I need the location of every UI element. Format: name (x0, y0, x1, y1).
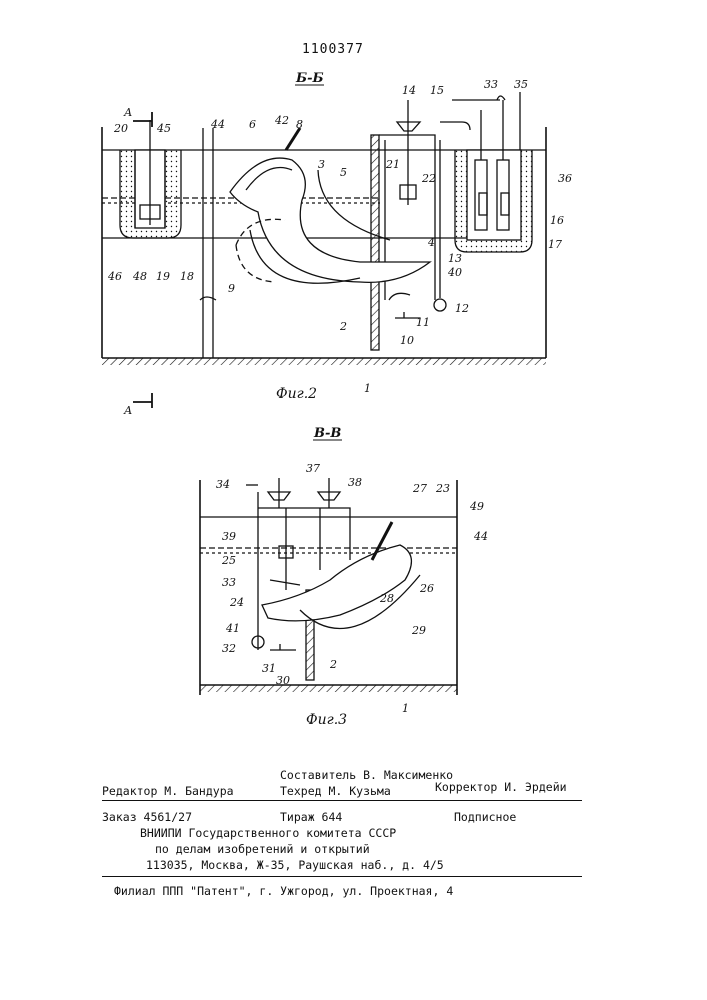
fig2-section-label: Б-Б (295, 71, 324, 86)
imprint-circulation: Тираж 644 (280, 810, 342, 824)
imprint-org-line1: ВНИИПИ Государственного комитета СССР (140, 826, 396, 840)
fig2-label-2: 2 (339, 320, 347, 333)
figure-2: Б-Б А А (102, 71, 572, 417)
fig3-label-29: 29 (411, 624, 426, 637)
fig3-label-37: 37 (306, 462, 320, 475)
fig2-label-44: 44 (210, 118, 225, 131)
fig2-label-21: 21 (385, 158, 400, 171)
fig2-label-10: 10 (400, 334, 414, 347)
fig3-label-33: 33 (222, 576, 236, 589)
fig2-label-35: 35 (514, 78, 528, 91)
fig2-label-8: 8 (296, 118, 303, 131)
fig3-label-25: 25 (221, 554, 236, 567)
fig3-label-24: 24 (229, 596, 244, 609)
fig2-label-45: 45 (156, 122, 171, 135)
imprint-rule-top (102, 800, 582, 801)
fig3-label-23: 23 (435, 482, 450, 495)
fig2-label-16: 16 (550, 214, 564, 227)
fig3-label-44: 44 (473, 530, 488, 543)
fig2-label-1: 1 (364, 382, 371, 395)
fig2-label-4: 4 (427, 236, 435, 249)
fig2-label-33: 33 (484, 78, 498, 91)
fig2-label-3: 3 (318, 158, 325, 171)
fig3-label-2: 2 (329, 658, 337, 671)
fig2-label-14: 14 (402, 84, 416, 97)
fig2-cut-label-bottom: А (123, 404, 132, 417)
fig2-label-6: 6 (249, 118, 256, 131)
fig3-label-1: 1 (402, 702, 409, 715)
fig3-label-49: 49 (469, 500, 484, 513)
fig3-section-label: В-В (313, 426, 341, 441)
fig3-label-30: 30 (276, 674, 290, 687)
imprint-techred: Техред М. Кузьма (280, 784, 391, 798)
fig2-label-5: 5 (340, 166, 347, 179)
fig2-caption: Фиг.2 (276, 386, 317, 402)
fig2-label-46: 46 (107, 270, 122, 283)
imprint-editor: Редактор М. Бандура (102, 784, 234, 798)
fig2-label-11: 11 (416, 316, 430, 329)
fig3-label-41: 41 (225, 622, 240, 635)
fig2-label-12: 12 (455, 302, 469, 315)
fig2-label-17: 17 (548, 238, 562, 251)
fig2-label-40: 40 (447, 266, 462, 279)
fig2-label-18: 18 (180, 270, 194, 283)
fig2-label-48: 48 (132, 270, 147, 283)
fig2-label-20: 20 (113, 122, 128, 135)
imprint-org-line3: 113035, Москва, Ж-35, Раушская наб., д. … (146, 858, 444, 872)
fig3-label-34: 34 (216, 478, 230, 491)
fig3-label-38: 38 (348, 476, 362, 489)
fig3-label-32: 32 (222, 642, 236, 655)
fig3-label-28: 28 (379, 592, 394, 605)
fig3-label-26: 26 (419, 582, 434, 595)
fig3-caption: Фиг.3 (306, 712, 347, 728)
fig3-label-31: 31 (262, 662, 276, 675)
fig2-label-13: 13 (448, 252, 462, 265)
imprint-rule-bottom (102, 876, 582, 877)
fig2-label-15: 15 (430, 84, 444, 97)
fig3-label-27: 27 (412, 482, 427, 495)
imprint-corrector: Корректор И. Эрдейи (435, 780, 567, 794)
fig2-label-36: 36 (558, 172, 572, 185)
figure-3: В-В 34 37 38 (200, 426, 488, 728)
fig3-label-39: 39 (222, 530, 236, 543)
fig2-label-9: 9 (228, 282, 235, 295)
imprint-org-line2: по делам изобретений и открытий (155, 842, 370, 856)
imprint-compiler: Составитель В. Максименко (280, 768, 453, 782)
imprint-branch: Филиал ППП "Патент", г. Ужгород, ул. Про… (114, 884, 453, 898)
fig2-cut-label-top: А (123, 106, 132, 119)
fig2-label-42: 42 (274, 114, 289, 127)
imprint-subscription: Подписное (454, 810, 516, 824)
fig2-label-19: 19 (156, 270, 170, 283)
fig2-label-22: 22 (421, 172, 436, 185)
imprint-order: Заказ 4561/27 (102, 810, 192, 824)
